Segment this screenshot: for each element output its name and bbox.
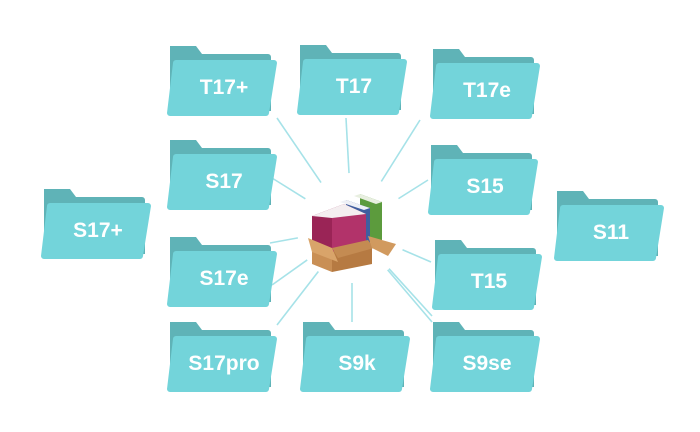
- folder-icon: [430, 49, 540, 119]
- connector-line: [269, 237, 299, 244]
- folder-label: T17+: [199, 76, 249, 99]
- folder-label: S9se: [462, 352, 512, 375]
- folder-icon: [554, 191, 664, 261]
- folder-s9se[interactable]: S9se: [429, 320, 541, 392]
- folder-label: T15: [470, 270, 508, 293]
- folder-icon: [167, 46, 277, 116]
- folder-t17e[interactable]: T17e: [429, 47, 541, 119]
- connector-line: [380, 119, 421, 182]
- folder-icon: [432, 240, 542, 310]
- connector-line: [402, 249, 432, 263]
- folder-icon: [300, 322, 410, 392]
- folder-icon: [297, 45, 407, 115]
- folder-s17[interactable]: S17: [166, 138, 278, 210]
- folder-t17plus[interactable]: T17+: [166, 44, 278, 116]
- folder-label: T17: [335, 75, 373, 98]
- connector-line: [276, 117, 322, 184]
- folder-s17e[interactable]: S17e: [166, 235, 278, 307]
- folder-icon: [167, 237, 277, 307]
- folder-s11[interactable]: S11: [553, 189, 665, 261]
- folder-icon: [167, 140, 277, 210]
- connector-line: [276, 271, 319, 326]
- folder-label: S17+: [73, 219, 123, 242]
- folder-s17plus[interactable]: S17+: [40, 187, 152, 259]
- connector-line: [345, 117, 350, 174]
- folder-icon: [430, 322, 540, 392]
- connector-line: [271, 177, 306, 200]
- folder-s15[interactable]: S15: [427, 143, 539, 215]
- folder-s17pro[interactable]: S17pro: [166, 320, 278, 392]
- folder-label: S17e: [199, 267, 249, 290]
- folder-t17[interactable]: T17: [296, 43, 408, 115]
- folder-icon: [167, 322, 277, 392]
- folder-label: T17e: [463, 79, 511, 102]
- connector-line: [387, 269, 433, 323]
- folder-label: S17pro: [188, 352, 260, 375]
- folder-s9k[interactable]: S9k: [299, 320, 411, 392]
- folder-label: S15: [466, 175, 504, 198]
- folder-label: S9k: [338, 352, 376, 375]
- connector-line: [388, 268, 433, 317]
- folder-icon: [428, 145, 538, 215]
- archive-books-box-icon: [308, 194, 396, 272]
- folder-icon: [41, 189, 151, 259]
- folder-t15[interactable]: T15: [431, 238, 543, 310]
- folder-label: S11: [592, 221, 630, 244]
- connector-line: [271, 259, 308, 286]
- folder-label: S17: [205, 170, 243, 193]
- connector-line: [398, 179, 429, 200]
